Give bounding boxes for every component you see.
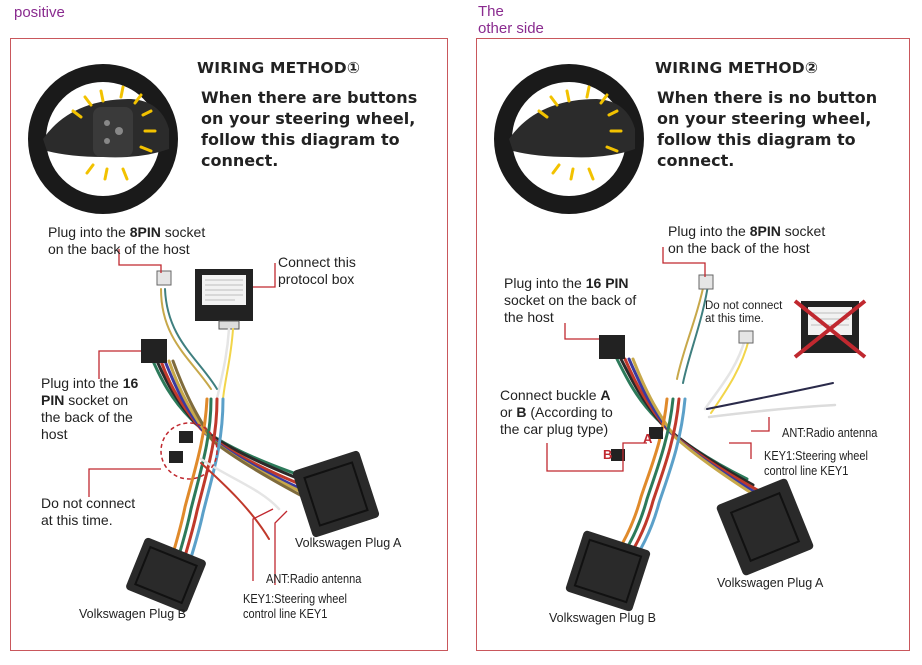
buckle-connector-2 — [169, 451, 183, 463]
do-not-connect-highlight — [160, 422, 218, 480]
steering-wheel-icon — [28, 64, 178, 214]
volkswagen-plug-a-icon — [292, 450, 380, 538]
volkswagen-plug-b-icon — [565, 530, 651, 612]
buckle-label: Connect buckle A or B (According to the … — [500, 387, 613, 437]
plug-8pin-label: Plug into the 8PIN socket on the back of… — [668, 223, 826, 256]
volkswagen-plug-a-icon — [716, 478, 814, 576]
16pin-connector — [599, 335, 625, 359]
leader-lines — [88, 249, 288, 585]
marker-b: B — [603, 447, 613, 462]
protocol-box-icon — [195, 269, 253, 330]
positive-label: positive — [14, 4, 65, 21]
steering-wheel-icon — [494, 64, 644, 214]
unused-connector — [738, 330, 754, 344]
plug-8pin-label: Plug into the 8PIN socket on the back of… — [48, 224, 206, 257]
plug-16pin-label: Plug into the 16 PIN socket on the back … — [41, 375, 139, 442]
volkswagen-plug-a-label: Volkswagen Plug A — [717, 576, 824, 590]
ant-label: ANT:Radio antenna — [266, 572, 362, 586]
crossed-out-box-icon — [793, 299, 867, 359]
leader-lines — [546, 247, 770, 472]
buckle-connector-1 — [179, 431, 193, 443]
method-2-title: WIRING METHOD② — [655, 59, 819, 77]
wiring-diagram-1 — [28, 64, 380, 613]
16pin-connector — [141, 339, 167, 363]
volkswagen-plug-a-label: Volkswagen Plug A — [295, 536, 402, 550]
8pin-connector — [156, 270, 172, 286]
other-side-label: The other side — [478, 3, 544, 37]
8pin-connector — [698, 274, 714, 290]
volkswagen-plug-b-label: Volkswagen Plug B — [549, 611, 657, 625]
volkswagen-plug-b-label: Volkswagen Plug B — [79, 607, 187, 621]
ant-label: ANT:Radio antenna — [782, 426, 878, 440]
plug-16pin-label: Plug into the 16 PIN socket on the back … — [504, 275, 637, 325]
buckle-b-connector — [611, 449, 625, 461]
marker-a: A — [643, 431, 653, 446]
wiring-diagram-2 — [494, 64, 867, 612]
wire-harness — [151, 288, 325, 586]
method-1-title: WIRING METHOD① — [197, 59, 361, 77]
buckle-a-connector — [649, 427, 663, 439]
volkswagen-plug-b-icon — [126, 537, 206, 613]
